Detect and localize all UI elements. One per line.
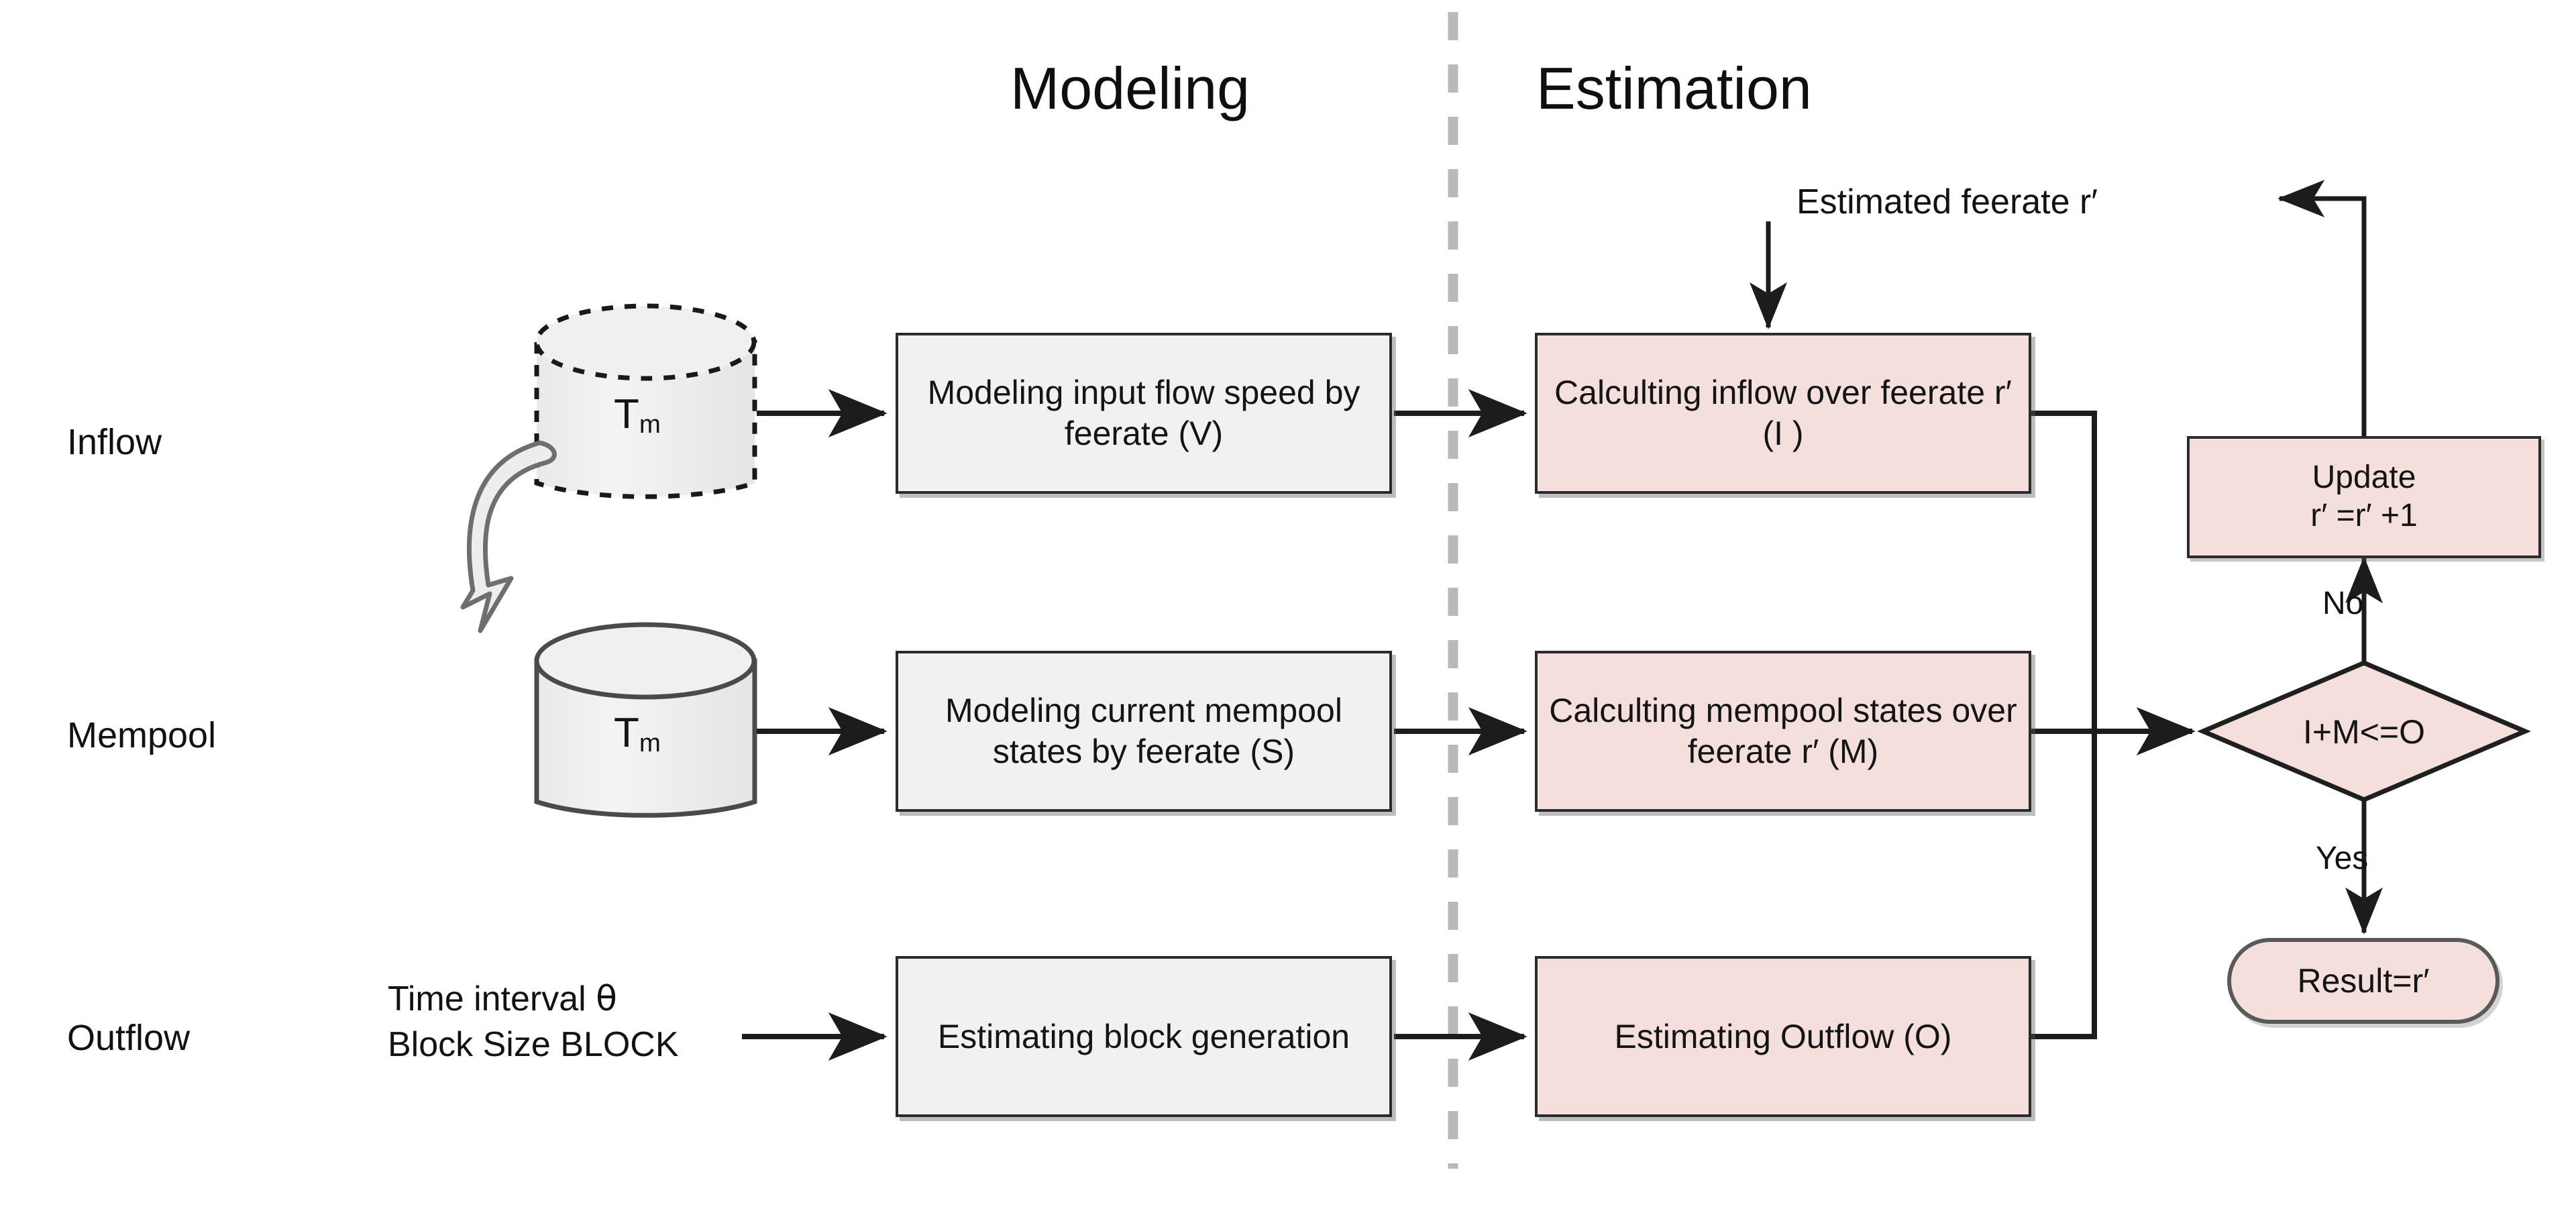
yes-branch-label: Yes xyxy=(2316,841,2369,876)
inflow-to-mempool-curve xyxy=(460,440,557,633)
row-label-inflow: Inflow xyxy=(67,422,162,462)
outflow-param-time-interval: Time interval θ xyxy=(388,977,679,1022)
mempool-cylinder-label-sub: m xyxy=(639,728,661,757)
mempool-cylinder-label-base: T xyxy=(614,710,639,756)
no-branch-label: No xyxy=(2322,586,2364,621)
inflow-cylinder-label-sub: m xyxy=(639,409,661,439)
update-box-title: Update xyxy=(2312,460,2416,496)
time-interval-label: Time interval xyxy=(388,980,586,1018)
modeling-box-block-generation[interactable]: Estimating block generation xyxy=(896,956,1392,1117)
modeling-box-s[interactable]: Modeling current mempool states by feera… xyxy=(896,651,1392,812)
modeling-box-v[interactable]: Modeling input flow speed by feerate (V) xyxy=(896,333,1392,494)
result-terminator[interactable]: Result=r′ xyxy=(2227,938,2500,1024)
theta-symbol: θ xyxy=(596,979,617,1019)
mempool-cylinder-label: Tm xyxy=(614,709,661,758)
inflow-cylinder-label: Tm xyxy=(614,390,661,439)
inflow-cylinder-label-base: T xyxy=(614,391,639,437)
estimation-box-inflow[interactable]: Calculting inflow over feerate r′ (I ) xyxy=(1535,333,2031,494)
estimated-feerate-label: Estimated feerate r′ xyxy=(1796,182,2098,221)
merge-into-decision xyxy=(2026,411,2097,1039)
outflow-param-block-size: Block Size BLOCK xyxy=(388,1022,679,1068)
estimation-box-outflow[interactable]: Estimating Outflow (O) xyxy=(1535,956,2031,1117)
block-size-label: Block Size xyxy=(388,1024,551,1064)
outflow-input-parameters: Time interval θ Block Size BLOCK xyxy=(388,977,679,1067)
estimation-box-mempool[interactable]: Calculting mempool states over feerate r… xyxy=(1535,651,2031,812)
heading-modeling: Modeling xyxy=(1010,55,1250,121)
row-label-outflow: Outflow xyxy=(67,1018,191,1058)
heading-estimation: Estimation xyxy=(1536,55,1812,121)
row-label-mempool: Mempool xyxy=(67,715,217,755)
feedback-loop-path xyxy=(2292,196,2367,436)
block-symbol: BLOCK xyxy=(560,1024,679,1064)
update-box[interactable]: Update r′ =r′ +1 xyxy=(2187,436,2541,558)
decision-condition-label: I+M<=O xyxy=(2302,713,2426,751)
update-box-expression: r′ =r′ +1 xyxy=(2310,498,2418,533)
